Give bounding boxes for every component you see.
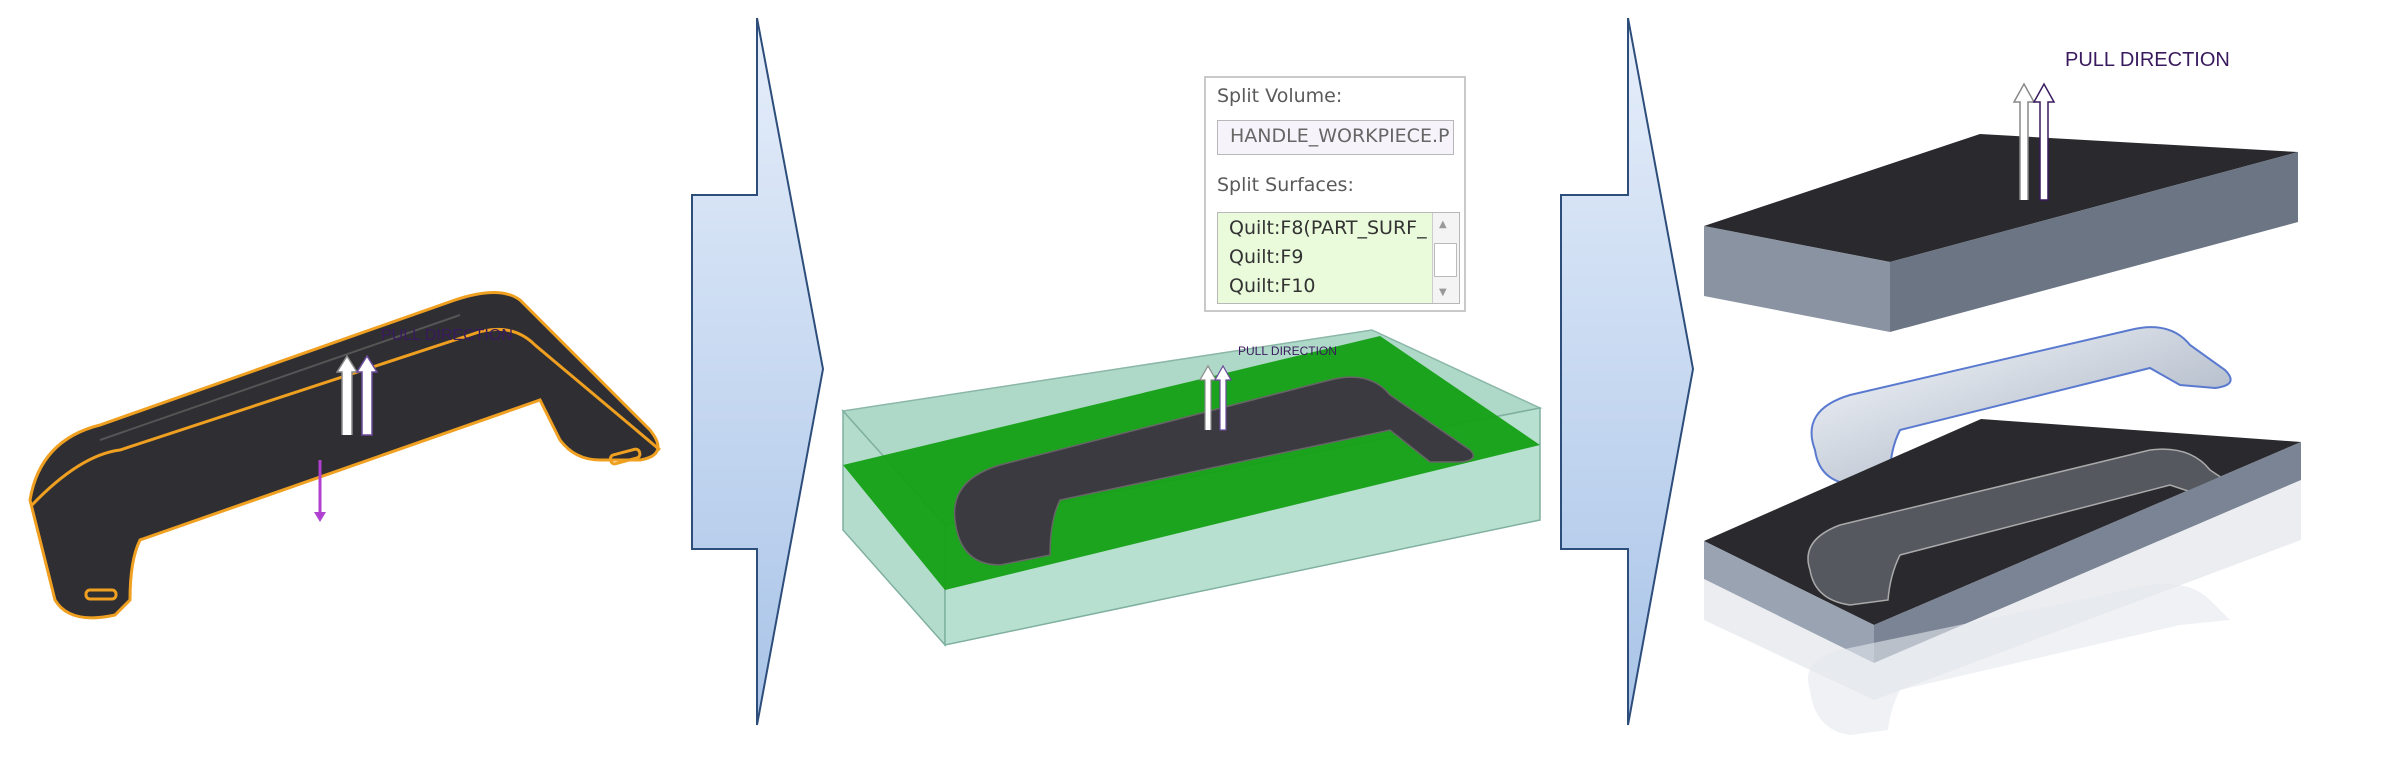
pull-direction-label: PULL DIRECTION (381, 327, 513, 344)
list-scrollbar[interactable]: ▲ ▼ (1432, 213, 1459, 303)
scroll-down-icon[interactable]: ▼ (1439, 287, 1447, 298)
process-arrow-2 (1560, 17, 1695, 726)
pull-direction-arrows (2012, 82, 2056, 201)
pull-direction-label: PULL DIRECTION (2065, 49, 2230, 71)
process-arrow-1 (691, 17, 825, 726)
split-surfaces-label: Split Surfaces: (1217, 174, 1354, 196)
scroll-up-icon[interactable]: ▲ (1439, 219, 1447, 230)
cavity-block (1704, 134, 2298, 332)
list-item[interactable]: Quilt:F10 (1229, 275, 1316, 297)
handle-part-model (28, 291, 661, 620)
list-item[interactable]: Quilt:F9 (1229, 246, 1304, 268)
list-item[interactable]: Quilt:F8(PART_SURF_ (1229, 217, 1427, 239)
pull-direction-label: PULL DIRECTION (1238, 344, 1337, 358)
boss-outline (608, 447, 642, 466)
workpiece-split-model (841, 329, 1543, 647)
split-volume-field[interactable]: HANDLE_WORKPIECE.P (1217, 120, 1454, 155)
boss-outline (84, 588, 118, 601)
split-surfaces-list[interactable]: Quilt:F8(PART_SURF_ Quilt:F9 Quilt:F10 ▲… (1217, 212, 1460, 304)
scrollbar-thumb[interactable] (1434, 243, 1457, 277)
split-volume-label: Split Volume: (1217, 85, 1343, 107)
core-block (1704, 419, 2301, 735)
split-properties-panel: Split Volume: HANDLE_WORKPIECE.P Split S… (1204, 76, 1466, 312)
pull-direction-arrows (314, 354, 379, 522)
